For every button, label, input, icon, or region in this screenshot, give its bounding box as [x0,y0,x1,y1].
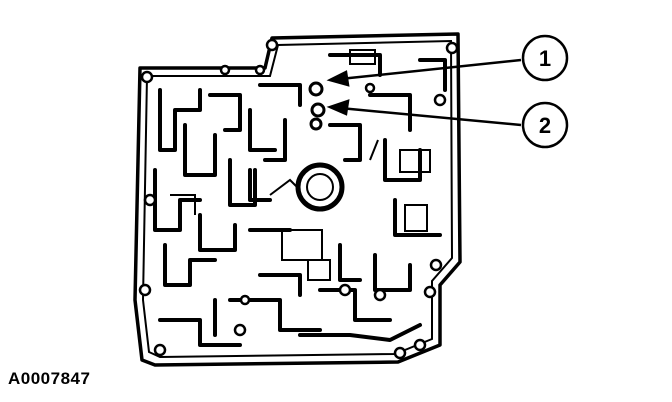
arrowhead-1 [326,70,350,87]
check-ball-1 [308,81,324,97]
leader-line-2 [339,106,522,127]
check-ball-2 [310,102,326,118]
arrowhead-2 [326,99,350,116]
figure-code: A0007847 [8,369,91,388]
callout-1: 1 [521,34,569,82]
fluid-passages [153,53,447,347]
callout-leaders [326,58,522,127]
check-ball-3 [309,117,323,131]
bolt-holes [138,38,459,360]
central-bore [295,162,345,212]
valve-body-inner-outline [141,39,454,359]
callout-number-1: 1 [539,46,551,71]
callout-number-2: 2 [539,113,551,138]
callout-2: 2 [521,101,569,149]
leader-line-1 [339,58,522,81]
